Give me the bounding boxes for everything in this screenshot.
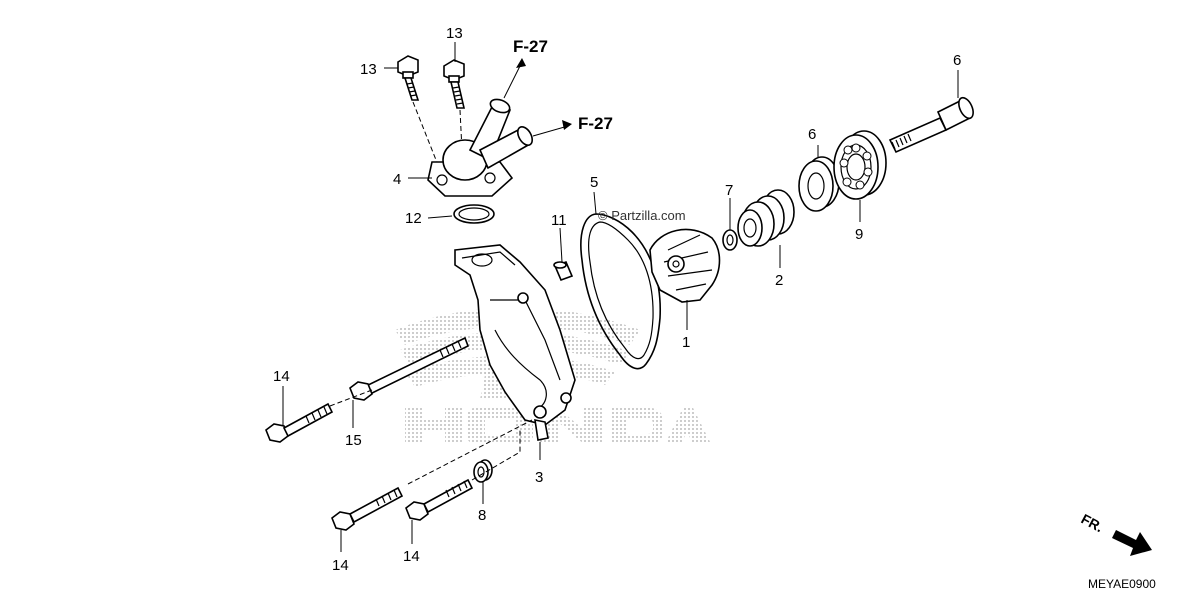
reference-f27-upper: F-27 xyxy=(513,37,548,56)
callout-6: 6 xyxy=(953,52,961,69)
leader-lines xyxy=(282,42,959,552)
mechanical-seal-2 xyxy=(737,189,795,247)
callout-3: 3 xyxy=(535,469,543,486)
callout-4: 4 xyxy=(393,171,401,188)
water-pipe-housing-4 xyxy=(427,98,534,197)
gasket-5 xyxy=(580,213,661,370)
callout-15: 15 xyxy=(345,432,362,449)
callout-9: 9 xyxy=(855,226,863,243)
callout-7: 7 xyxy=(725,182,733,199)
washer-8 xyxy=(473,459,493,483)
callout-14-lower-right: 14 xyxy=(403,548,420,565)
callout-14-lower-left: 14 xyxy=(332,557,349,574)
callout-13-right: 13 xyxy=(446,25,463,42)
callout-labels: 13 13 4 12 5 11 1 7 2 6 9 6 14 15 14 14 … xyxy=(273,25,961,574)
impeller-shaft-6 xyxy=(888,96,974,154)
water-pump-body-3 xyxy=(454,244,576,441)
bolt-13-right xyxy=(443,59,466,109)
front-arrow-icon xyxy=(1112,530,1152,556)
arrow-f27-lower xyxy=(562,120,572,130)
bolt-14-lower-left xyxy=(331,486,404,531)
bearing-9 xyxy=(833,130,887,200)
callout-14-upper: 14 xyxy=(273,368,290,385)
callout-12: 12 xyxy=(405,210,422,227)
bolt-14-upper xyxy=(265,402,334,443)
bolt-14-lower-right xyxy=(405,478,474,521)
oil-seal-10 xyxy=(798,156,840,212)
bolt-13-left xyxy=(397,55,420,101)
callout-13-left: 13 xyxy=(360,61,377,78)
diagram-code: MEYAE0900 xyxy=(1088,577,1156,591)
callout-10: 6 xyxy=(808,126,816,143)
bolt-15 xyxy=(349,336,470,401)
callout-8: 8 xyxy=(478,507,486,524)
o-ring-12 xyxy=(453,204,495,224)
impeller-1 xyxy=(649,228,721,303)
arrow-f27-upper xyxy=(516,58,526,68)
washer-7 xyxy=(722,229,738,251)
callout-11: 11 xyxy=(551,212,567,229)
reference-f27-lower: F-27 xyxy=(578,114,613,133)
dowel-pin-11 xyxy=(553,260,574,282)
callout-1: 1 xyxy=(682,334,690,351)
callout-2: 2 xyxy=(775,272,783,289)
partzilla-watermark: © Partzilla.com xyxy=(598,208,686,223)
direction-label: FR. xyxy=(1079,511,1106,536)
front-direction-indicator: FR. xyxy=(1079,511,1152,556)
callout-5: 5 xyxy=(590,174,598,191)
